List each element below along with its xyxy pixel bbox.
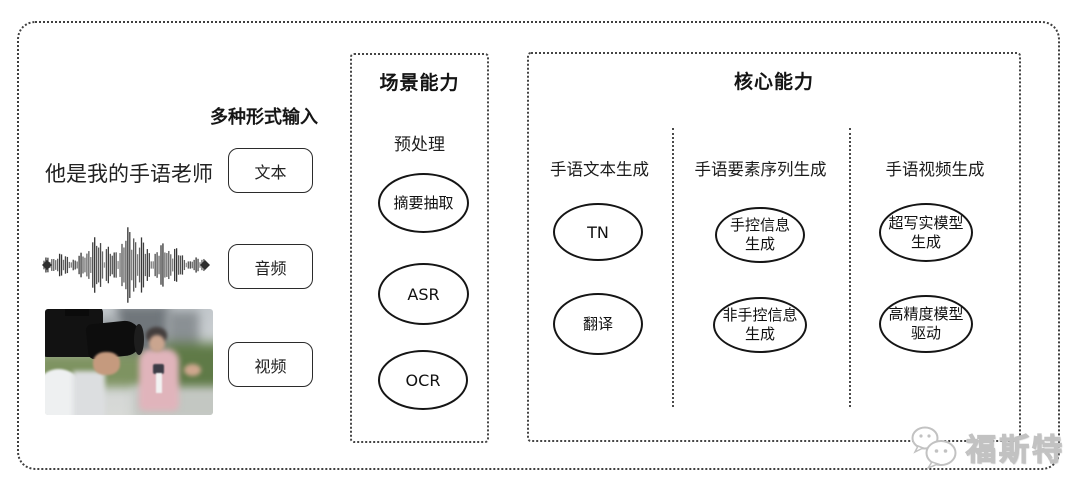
column-header-video-generation: 手语视频生成 — [885, 160, 985, 179]
core-box-title: 核心能力 — [733, 71, 814, 93]
node-summary-extraction: 摘要抽取 — [378, 173, 469, 233]
column-divider — [672, 128, 674, 407]
scene-box-title: 场景能力 — [379, 72, 460, 94]
input-type-video-label: 视频 — [254, 356, 287, 376]
input-type-audio-label: 音频 — [254, 258, 287, 278]
watermark: 福斯特 — [908, 424, 1065, 470]
node-ocr: OCR — [378, 350, 468, 410]
outer-dotted-frame — [17, 21, 1060, 470]
input-type-text-label: 文本 — [254, 162, 287, 182]
node-manual-info-generation: 手控信息 生成 — [715, 207, 805, 263]
node-asr: ASR — [378, 263, 469, 325]
preprocess-group-label: 预处理 — [394, 135, 445, 155]
wechat-logo-icon — [911, 426, 957, 470]
watermark-text: 福斯特 — [965, 432, 1065, 468]
node-tn: TN — [553, 203, 643, 261]
node-translation: 翻译 — [553, 293, 643, 355]
node-hyperrealistic-model-generation: 超写实模型 生成 — [879, 203, 973, 262]
sample-sentence-text: 他是我的手语老师 — [45, 162, 213, 186]
column-divider — [849, 128, 851, 407]
input-section-header: 多种形式输入 — [210, 107, 318, 128]
node-high-precision-model-driving: 高精度模型 驱动 — [879, 295, 973, 353]
news-interview-photo — [45, 309, 213, 415]
input-type-text-box: 文本 — [228, 148, 313, 193]
column-header-text-generation: 手语文本生成 — [550, 160, 649, 179]
core-capability-box: 核心能力 — [527, 52, 1021, 442]
scene-capability-box: 场景能力 — [350, 53, 489, 443]
column-header-element-sequence-generation: 手语要素序列生成 — [694, 160, 827, 179]
node-non-manual-info-generation: 非手控信息 生成 — [713, 297, 807, 353]
input-type-video-box: 视频 — [228, 342, 313, 387]
input-type-audio-box: 音频 — [228, 244, 313, 289]
audio-waveform-icon — [42, 227, 210, 303]
